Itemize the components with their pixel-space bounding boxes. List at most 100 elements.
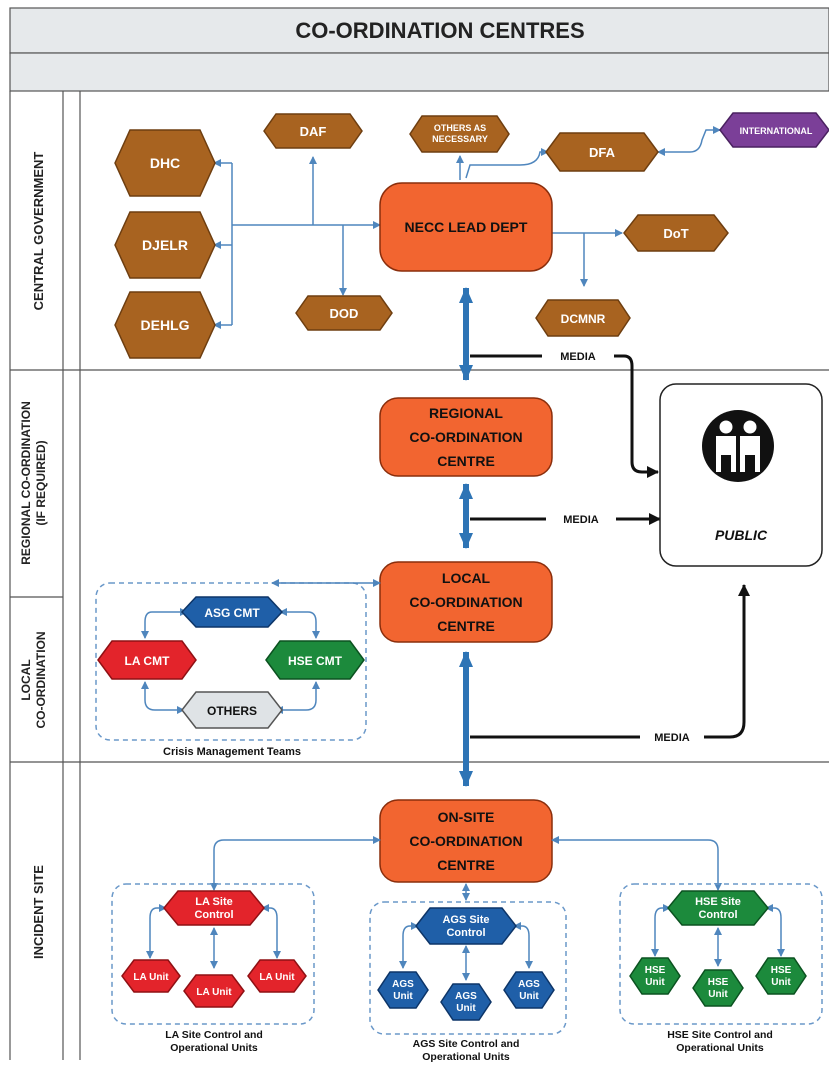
la-site-connectors [146,904,281,969]
ags-unit-left-node [377,971,429,1009]
dhc-label: DHC [150,155,180,171]
row-label-incident-site: INCIDENT SITE [31,865,46,959]
la-cmt-node [97,640,197,680]
media-label-local: MEDIA [654,732,690,744]
international-label: INTERNATIONAL [740,126,813,136]
local-centre-line1: LOCAL [442,570,491,586]
necc-lead-dept-label: NECC LEAD DEPT [405,219,528,235]
ags-unit-left-line1: AGS [392,979,414,990]
dod-label: DOD [330,306,359,321]
ags-unit-middle-line1: AGS [455,991,477,1002]
ags-unit-right-line2: Unit [519,991,539,1002]
row-label-central-government: CENTRAL GOVERNMENT [31,152,46,311]
ags-site-control-line1: AGS Site [442,914,489,926]
dfa-node [545,132,659,172]
media-label-regional: MEDIA [563,514,599,526]
onsite-centre-line2: CO-ORDINATION [409,833,522,849]
hse-unit-left-node [629,957,681,995]
la-unit-right-label: LA Unit [259,972,295,983]
row-label-regional-line2: (IF REQUIRED) [34,440,48,525]
hse-site-control-line1: HSE Site [695,896,741,908]
dod-node [295,295,393,331]
ags-site-control-line2: Control [446,927,485,939]
dehlg-node [114,291,216,359]
page-title: CO-ORDINATION CENTRES [295,18,584,43]
ags-unit-middle-node [440,983,492,1021]
la-unit-middle-node [183,974,245,1008]
ags-unit-right-node [503,971,555,1009]
hse-site-connectors [651,904,785,967]
public-label: PUBLIC [715,527,768,543]
ags-unit-right-line1: AGS [518,979,540,990]
local-coordination-centre-node [379,561,553,643]
others-cmt-node [181,691,283,729]
hse-site-caption-line2: Operational Units [676,1042,764,1054]
ags-site-caption-line1: AGS Site Control and [413,1038,520,1050]
hse-site-control-line2: Control [698,909,737,921]
dcmnr-node [535,299,631,337]
regional-centre-line2: CO-ORDINATION [409,429,522,445]
ags-unit-left-line2: Unit [393,991,413,1002]
hse-site-group-box [619,883,823,1025]
local-centre-line3: CENTRE [437,618,495,634]
la-site-caption-line2: Operational Units [170,1042,258,1054]
hse-unit-middle-line2: Unit [708,989,728,1000]
hse-unit-right-node [755,957,807,995]
hse-site-caption-line1: HSE Site Control and [667,1029,773,1041]
daf-node [263,113,363,149]
hse-unit-middle-node [692,969,744,1007]
dfa-label: DFA [589,145,616,160]
la-unit-left-label: LA Unit [133,972,169,983]
asg-cmt-node [180,596,284,628]
hse-cmt-node [265,640,365,680]
others-as-necessary-line1: OTHERS AS [434,123,486,133]
ags-site-group-box [369,901,567,1035]
djelr-label: DJELR [142,237,188,253]
local-centre-line2: CO-ORDINATION [409,594,522,610]
hse-unit-right-line1: HSE [771,965,792,976]
ags-site-caption-line2: Operational Units [422,1051,510,1063]
media-connectors [470,354,750,739]
dot-node [623,214,729,252]
ags-unit-middle-line2: Unit [456,1003,476,1014]
dot-label: DoT [663,226,688,241]
necc-lead-dept-node [379,182,553,272]
la-site-caption-line1: LA Site Control and [165,1029,263,1041]
la-site-control-line2: Control [194,909,233,921]
header-title-band [9,7,829,54]
row-label-local-line2: CO-ORDINATION [34,631,48,728]
international-node [719,112,829,148]
others-as-necessary-line2: NECESSARY [432,134,488,144]
cmt-group-box [95,582,367,741]
hse-unit-left-line2: Unit [645,977,665,988]
hse-unit-middle-line1: HSE [708,977,729,988]
ags-site-connectors [399,922,533,981]
people-icon [702,410,774,482]
hse-unit-right-line2: Unit [771,977,791,988]
onsite-centre-line1: ON-SITE [438,809,495,825]
daf-label: DAF [300,124,327,139]
la-unit-left-node [121,959,181,993]
media-label-central: MEDIA [560,351,596,363]
central-connectors [213,126,721,329]
regional-centre-line1: REGIONAL [429,405,503,421]
others-cmt-label: OTHERS [207,704,257,718]
hse-unit-left-line1: HSE [645,965,666,976]
others-as-necessary-node [409,115,510,153]
header-subband [9,52,829,92]
dehlg-label: DEHLG [141,317,190,333]
row-label-local-line1: LOCAL [19,659,33,700]
onsite-centre-line3: CENTRE [437,857,495,873]
row-label-regional-line1: REGIONAL CO-ORDINATION [19,401,33,565]
djelr-node [114,211,216,279]
la-unit-right-node [247,959,307,993]
regional-coordination-centre-node [379,397,553,477]
ags-site-control-node [415,907,517,945]
cmt-caption: Crisis Management Teams [163,746,301,758]
la-site-control-line1: LA Site [195,896,233,908]
hse-site-control-node [667,890,769,926]
dcmnr-label: DCMNR [561,312,606,326]
la-cmt-label: LA CMT [125,654,171,668]
asg-cmt-label: ASG CMT [204,606,260,620]
